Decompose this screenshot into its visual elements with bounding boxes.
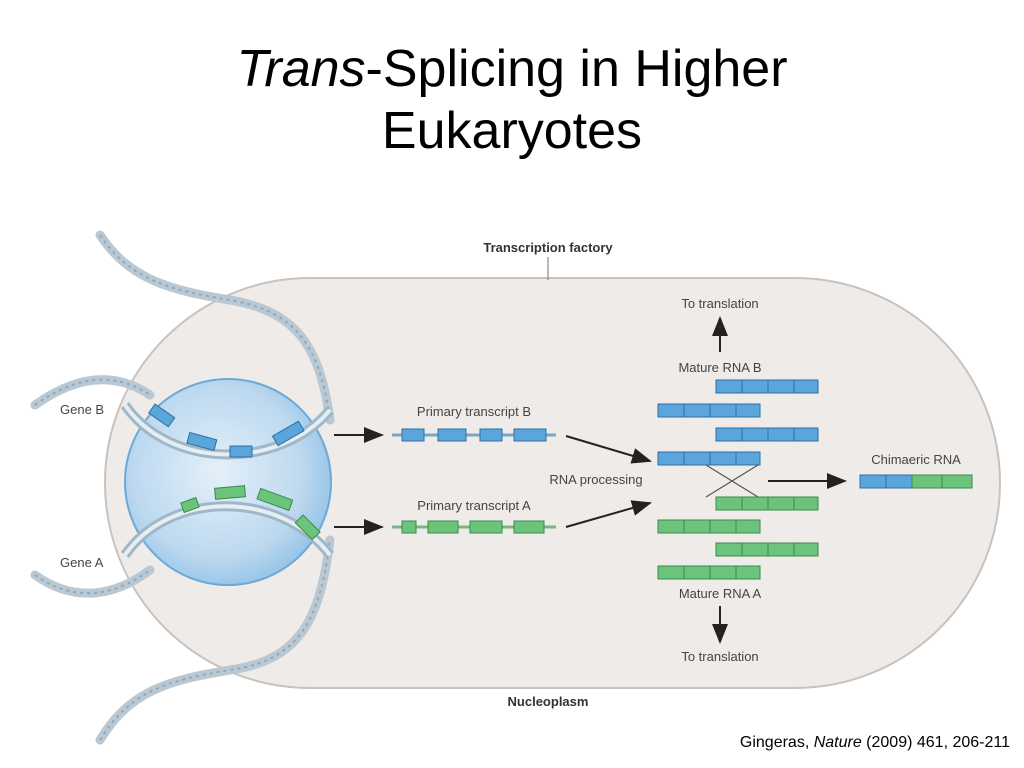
title-rest: -Splicing in Higher [365, 40, 788, 98]
to-translation-top-label: To translation [681, 296, 758, 311]
citation: Gingeras, Nature (2009) 461, 206-211 [740, 734, 1010, 752]
citation-journal: Nature [813, 734, 862, 751]
mature-rna-a-label: Mature RNA A [679, 586, 762, 601]
processing-arrow-b [565, 435, 652, 464]
nucleoplasm-label: Nucleoplasm [508, 694, 589, 709]
chimaeric-rna-label: Chimaeric RNA [871, 452, 961, 467]
citation-rest: (2009) 461, 206-211 [861, 734, 1010, 751]
dna-helix-gene-a-inner [34, 539, 331, 741]
gene-a-exons [180, 485, 321, 541]
to-translation-bottom-label: To translation [681, 649, 758, 664]
title-line-1: Trans-Splicing in Higher [0, 38, 1024, 100]
slide-title: Trans-Splicing in Higher Eukaryotes [0, 38, 1024, 162]
transcription-factory-label: Transcription factory [483, 240, 613, 255]
gene-b-label: Gene B [60, 402, 104, 417]
chimaeric-rna [859, 474, 973, 489]
mature-rna-b-stack [657, 379, 819, 466]
splice-crossover [705, 464, 759, 498]
primary-transcript-b [392, 428, 556, 442]
mature-rna-a-stack [657, 496, 819, 580]
gene-b-exons [148, 403, 305, 458]
primary-transcript-a [392, 520, 556, 534]
title-line-2: Eukaryotes [381, 102, 643, 160]
processing-arrow-a [565, 500, 652, 528]
transcription-hub-circle [124, 378, 332, 586]
primary-transcript-a-label: Primary transcript A [417, 498, 531, 513]
mature-rna-b-label: Mature RNA B [678, 360, 761, 375]
dna-helix-gene-b-inner [34, 234, 331, 421]
title-italic: Trans [236, 40, 366, 98]
rna-processing-label: RNA processing [549, 472, 642, 487]
primary-transcript-b-label: Primary transcript B [417, 404, 531, 419]
gene-a-label: Gene A [60, 555, 104, 570]
citation-author: Gingeras, [739, 734, 814, 751]
